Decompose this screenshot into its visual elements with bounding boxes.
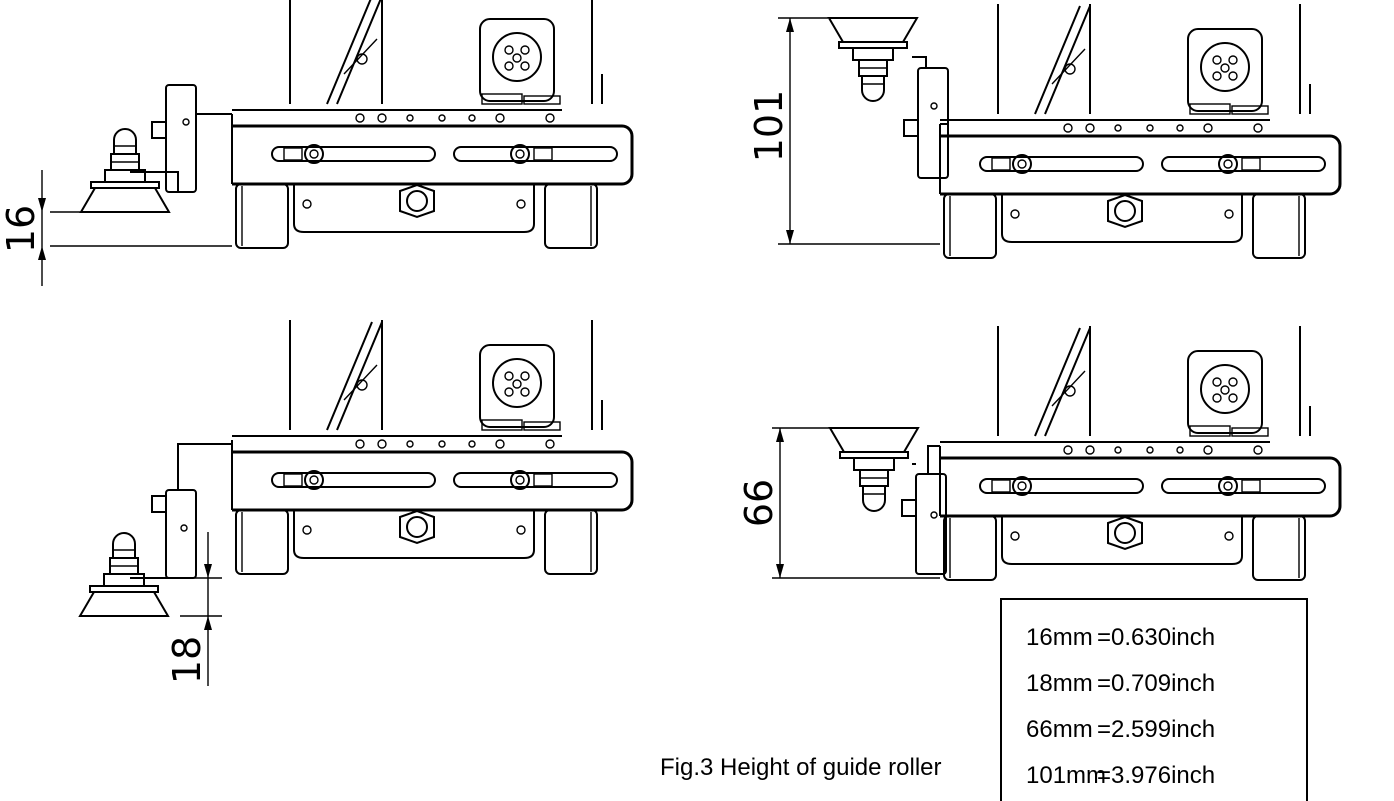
dimension-label-16: 16 [0, 205, 43, 253]
view-top-left: 16 [0, 0, 634, 286]
dimension-label-18: 18 [165, 636, 209, 684]
figure-caption: Fig.3 Height of guide roller [660, 754, 942, 781]
view-bottom-right: 66 [737, 324, 1342, 582]
conversion-inch: =3.976inch [1097, 762, 1216, 789]
conversion-mm: 101mm [1026, 762, 1107, 789]
conversion-inch: =0.709inch [1097, 670, 1216, 697]
dimension-label-66: 66 [737, 479, 781, 527]
conversion-row: 18mm=0.709inch [1026, 670, 1215, 698]
conversion-mm: 66mm [1026, 716, 1093, 743]
dimension-label-101: 101 [747, 90, 791, 163]
conversion-row: 66mm=2.599inch [1026, 716, 1215, 744]
view-bottom-left: 18 [79, 318, 634, 686]
conversion-mm: 18mm [1026, 670, 1093, 697]
conversion-table: 16mm=0.630inch 18mm=0.709inch 66mm=2.599… [1000, 598, 1308, 801]
view-top-right: 101 [747, 2, 1342, 260]
conversion-row: 101mm=3.976inch [1026, 762, 1215, 790]
conversion-row: 16mm=0.630inch [1026, 624, 1215, 652]
conversion-inch: =2.599inch [1097, 716, 1216, 743]
conversion-inch: =0.630inch [1097, 624, 1216, 651]
conversion-mm: 16mm [1026, 624, 1093, 651]
